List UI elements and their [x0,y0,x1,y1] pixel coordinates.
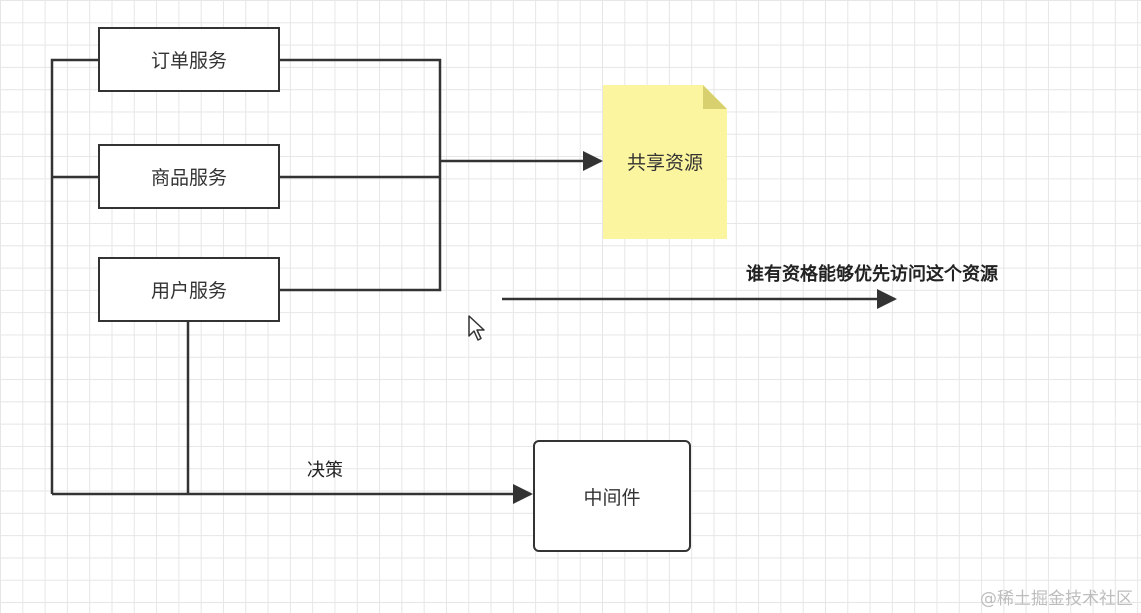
order-service-box[interactable]: 订单服务 [98,27,280,92]
user-service-label: 用户服务 [150,280,227,302]
product-service-box[interactable]: 商品服务 [98,144,280,209]
watermark: @稀土掘金技术社区 [980,589,1133,609]
decision-text: 决策 [307,460,343,481]
shared-resource-note[interactable] [603,85,727,239]
order-service-label: 订单服务 [150,50,227,72]
question-text: 谁有资格能够优先访问这个资源 [746,264,998,285]
user-service-box[interactable]: 用户服务 [98,257,280,322]
shared-resource-label: 共享资源 [626,152,703,174]
mouse-cursor-icon [468,315,485,341]
product-service-label: 商品服务 [150,167,227,189]
left-bus-lines [50,58,190,494]
middleware-box[interactable]: 中间件 [533,440,691,552]
service-to-collector-lines [279,58,442,292]
middleware-label: 中间件 [583,486,641,509]
